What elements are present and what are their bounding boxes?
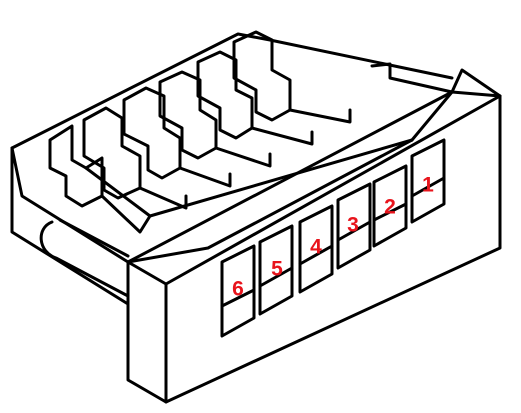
top-plate — [10, 32, 454, 150]
latch-cylinder-edge — [58, 218, 130, 258]
pin-label-1: 1 — [422, 174, 434, 197]
pin-opening-4 — [298, 204, 334, 294]
top-plate-front-edge — [126, 138, 414, 264]
latch-cylinder — [39, 220, 130, 298]
tab-3 — [158, 70, 218, 160]
pin-openings — [220, 138, 446, 338]
tab-2 — [196, 50, 254, 140]
rear-top-block — [410, 68, 502, 142]
tab-5 — [82, 106, 142, 200]
pin-opening-6 — [220, 244, 256, 338]
pin-label-2: 2 — [384, 196, 396, 219]
front-face-top-edge — [126, 94, 502, 286]
rear-notch — [370, 62, 454, 94]
pin-label-4: 4 — [310, 236, 322, 259]
pin-opening-5 — [258, 224, 294, 316]
pin-labels: 1 2 3 4 5 6 — [232, 174, 434, 301]
pin-label-3: 3 — [347, 214, 359, 237]
pin-opening-1 — [410, 138, 446, 224]
tab-1 — [232, 30, 292, 122]
tab-4 — [122, 86, 182, 180]
pin-opening-2 — [372, 164, 408, 248]
top-ridges — [84, 108, 414, 234]
pin-opening-3 — [336, 182, 372, 270]
pin-label-5: 5 — [271, 258, 283, 281]
tab-6 — [48, 124, 104, 208]
locking-tabs — [48, 30, 292, 208]
pin-label-6: 6 — [232, 278, 244, 301]
connector-outline — [10, 30, 502, 404]
